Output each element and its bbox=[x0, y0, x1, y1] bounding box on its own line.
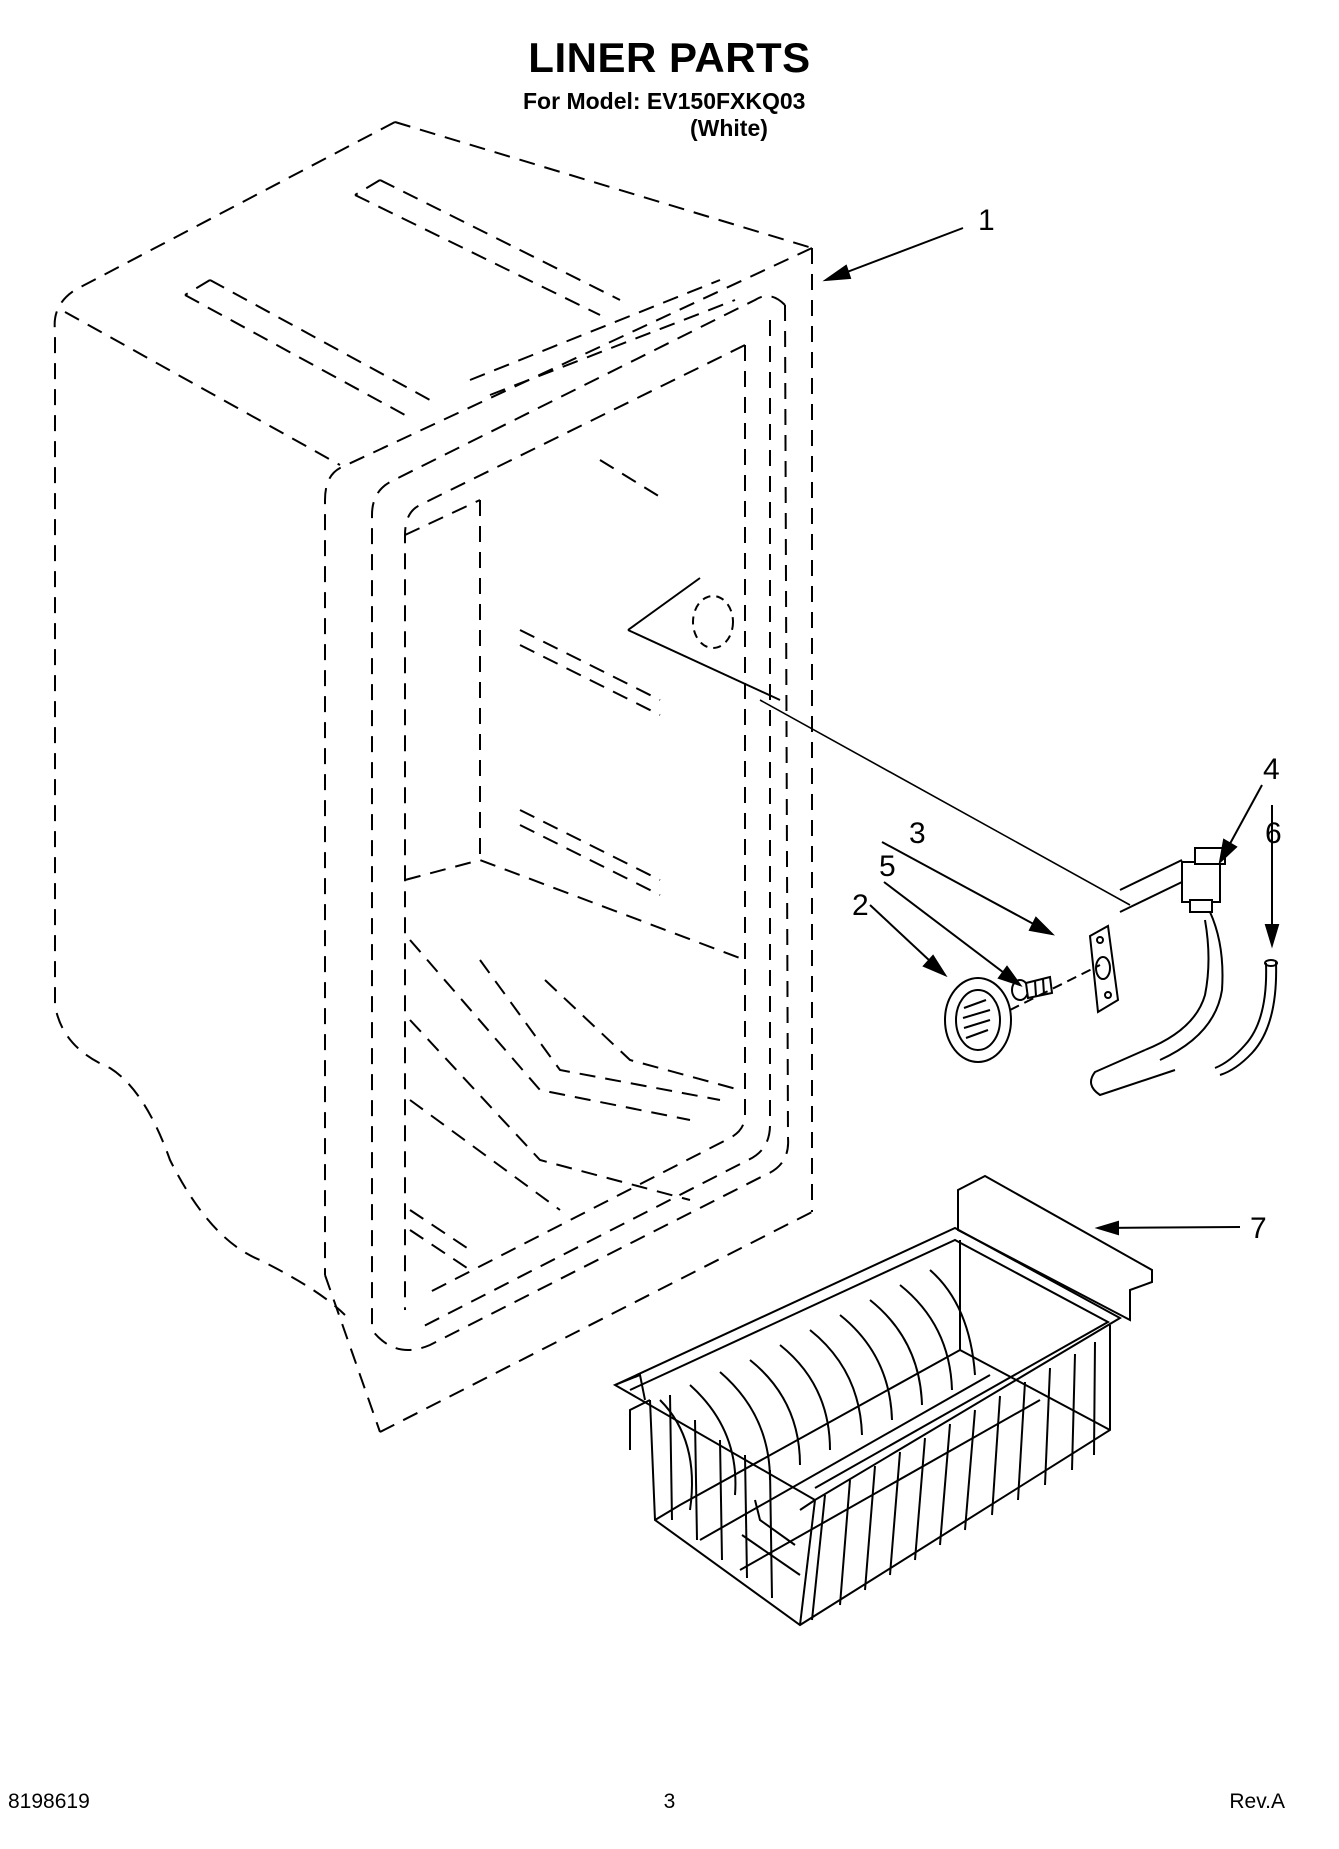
mounting-plate bbox=[1088, 924, 1120, 1014]
callout-3: 3 bbox=[909, 817, 926, 850]
callout-7: 7 bbox=[1250, 1212, 1267, 1245]
revision-label: Rev.A bbox=[1229, 1790, 1285, 1813]
light-socket-opening bbox=[627, 577, 1131, 906]
model-line: For Model: EV150FXKQ03 bbox=[523, 88, 806, 114]
knob bbox=[944, 964, 1101, 1063]
liner-outline bbox=[53, 121, 813, 1433]
switch-assembly bbox=[1090, 847, 1226, 1097]
callout-4: 4 bbox=[1263, 753, 1280, 786]
wire-basket bbox=[612, 1174, 1153, 1627]
page-title: LINER PARTS bbox=[528, 34, 811, 81]
callout-6: 6 bbox=[1265, 817, 1282, 850]
screw bbox=[1011, 975, 1054, 1001]
callout-1: 1 bbox=[978, 204, 995, 237]
callout-leaders bbox=[822, 227, 1280, 1236]
color-variant: (White) bbox=[690, 115, 768, 141]
document-number: 8198619 bbox=[8, 1790, 90, 1813]
callout-2: 2 bbox=[852, 889, 869, 922]
drain-tube bbox=[1214, 959, 1278, 1076]
callout-5: 5 bbox=[879, 850, 896, 883]
page-number: 3 bbox=[663, 1790, 676, 1813]
